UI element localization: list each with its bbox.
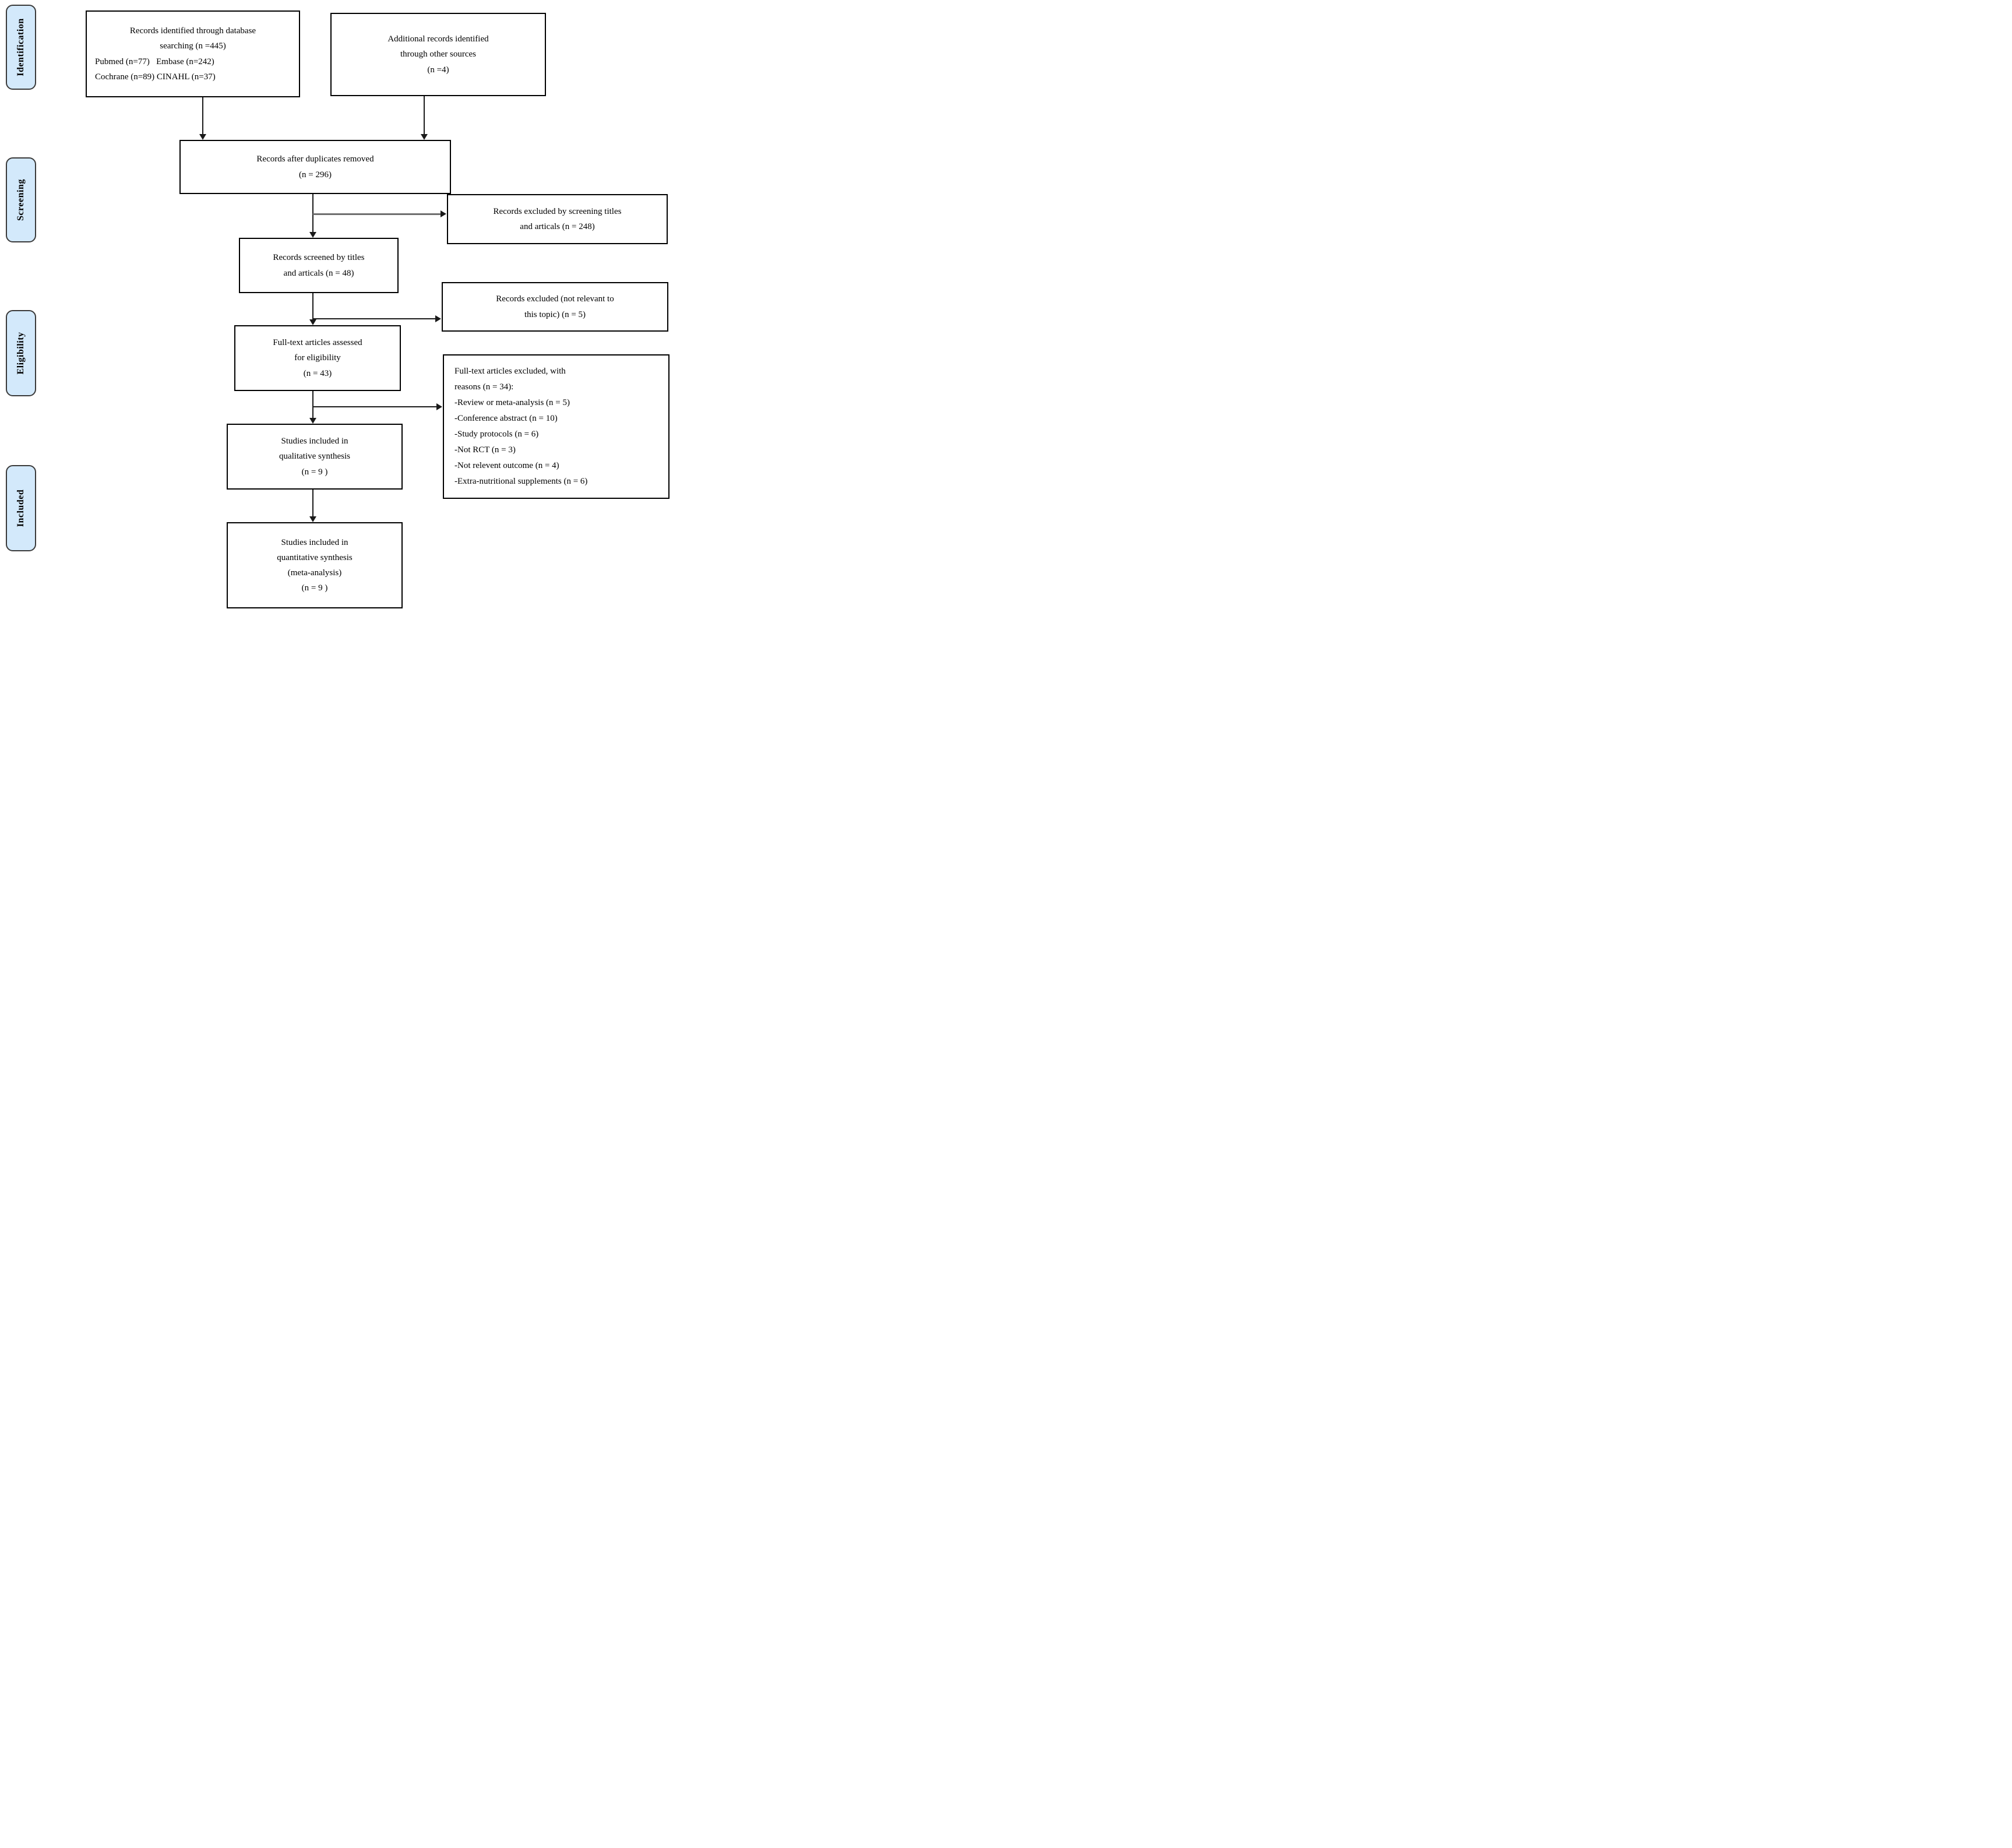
additional-records-line: through other sources (400, 50, 476, 59)
qualitative-synthesis-line: (n = 9 ) (301, 467, 328, 477)
excluded-not-relevant-line: this topic) (n = 5) (524, 309, 586, 319)
prisma-flow-diagram: Identification Screening Eligibility Inc… (0, 0, 671, 616)
excluded-screening-line: and articals (n = 248) (520, 222, 595, 231)
records-screened-line: and articals (n = 48) (283, 268, 354, 278)
quantitative-synthesis-line: (meta-analysis) (287, 568, 342, 578)
stage-screening-label: Screening (16, 179, 26, 221)
quantitative-synthesis-line: quantitative synthesis (277, 552, 353, 562)
additional-records-line: Additional records identified (387, 34, 489, 44)
fulltext-assessed-box: Full-text articles assessed for eligibil… (234, 325, 401, 391)
records-identified-line: Pubmed (n=77) Embase (n=242) (95, 57, 214, 66)
records-identified-box: Records identified through database sear… (86, 10, 300, 97)
excluded-fulltext-line: -Study protocols (n = 6) (454, 430, 539, 439)
excluded-not-relevant-box: Records excluded (not relevant to this t… (442, 282, 668, 332)
qualitative-synthesis-line: Studies included in (281, 437, 348, 446)
qualitative-synthesis-box: Studies included in qualitative synthesi… (227, 424, 403, 490)
fulltext-assessed-line: (n = 43) (303, 368, 332, 378)
stage-eligibility: Eligibility (6, 310, 36, 396)
quantitative-synthesis-box: Studies included in quantitative synthes… (227, 522, 403, 608)
excluded-fulltext-line: -Not RCT (n = 3) (454, 445, 516, 455)
quantitative-synthesis-line: Studies included in (281, 537, 348, 547)
excluded-fulltext-line: -Not relevent outcome (n = 4) (454, 461, 559, 470)
excluded-fulltext-line: -Conference abstract (n = 10) (454, 414, 558, 423)
excluded-screening-box: Records excluded by screening titles and… (447, 194, 668, 244)
stage-identification: Identification (6, 5, 36, 90)
stage-included-label: Included (16, 489, 26, 527)
stage-eligibility-label: Eligibility (16, 332, 26, 375)
records-identified-line: Cochrane (n=89) CINAHL (n=37) (95, 72, 216, 82)
excluded-fulltext-line: -Review or meta-analysis (n = 5) (454, 398, 570, 407)
stage-included: Included (6, 465, 36, 551)
fulltext-assessed-line: Full-text articles assessed (273, 338, 362, 348)
excluded-fulltext-box: Full-text articles excluded, with reason… (443, 354, 670, 499)
records-identified-line: searching (n =445) (160, 41, 226, 51)
duplicates-removed-box: Records after duplicates removed (n = 29… (179, 140, 451, 194)
excluded-not-relevant-line: Records excluded (not relevant to (496, 294, 614, 304)
excluded-fulltext-line: reasons (n = 34): (454, 382, 514, 392)
stage-screening: Screening (6, 157, 36, 242)
excluded-fulltext-line: Full-text articles excluded, with (454, 367, 566, 376)
records-screened-box: Records screened by titles and articals … (239, 238, 399, 293)
stage-identification-label: Identification (16, 18, 26, 76)
qualitative-synthesis-line: qualitative synthesis (279, 452, 351, 462)
excluded-screening-line: Records excluded by screening titles (493, 206, 622, 216)
duplicates-removed-line: (n = 296) (299, 170, 332, 179)
fulltext-assessed-line: for eligibility (294, 353, 341, 363)
records-screened-line: Records screened by titles (273, 253, 365, 263)
excluded-fulltext-line: -Extra-nutritional supplements (n = 6) (454, 477, 588, 486)
quantitative-synthesis-line: (n = 9 ) (301, 583, 328, 593)
records-identified-line: Records identified through database (129, 26, 256, 36)
duplicates-removed-line: Records after duplicates removed (256, 154, 374, 164)
additional-records-line: (n =4) (427, 65, 449, 75)
additional-records-box: Additional records identified through ot… (330, 13, 546, 96)
